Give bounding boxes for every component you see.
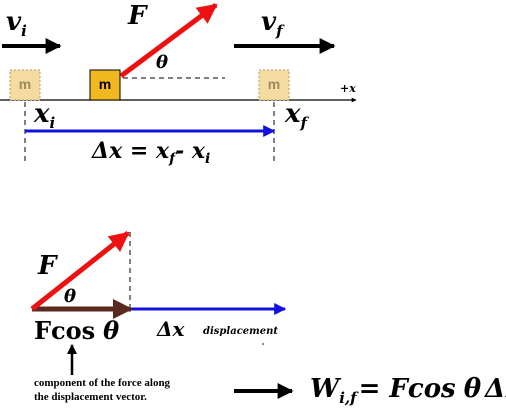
force-label-top: F (127, 1, 148, 31)
v-initial-label: vi (6, 7, 27, 40)
note-line-1: component of the force along (34, 377, 171, 389)
x-initial-label: xi (33, 99, 56, 132)
stray-dot (262, 343, 264, 345)
force-arrow-top (119, 2, 218, 79)
theta-top: θ (156, 52, 168, 73)
block-moving (89, 69, 121, 101)
block-initial-label: m (19, 76, 31, 92)
block-final-label: m (268, 76, 280, 92)
block-initial-ghost (9, 69, 41, 101)
block-final-ghost (258, 69, 290, 101)
force-label-bottom: F (37, 251, 58, 281)
x-final-label: xf (284, 99, 310, 132)
v-final-label: vf (261, 7, 285, 40)
block-moving-label: m (99, 76, 111, 92)
axis-label: +x (340, 82, 356, 95)
delta-x-label-bottom: Δx (156, 317, 186, 341)
note-line-2: the displacement vector. (34, 391, 147, 403)
displacement-note: displacement (203, 326, 278, 337)
delta-x-equation: Δx = xf- xi (91, 138, 210, 167)
force-arrow-bottom (30, 231, 130, 311)
theta-bottom: θ (64, 286, 76, 307)
